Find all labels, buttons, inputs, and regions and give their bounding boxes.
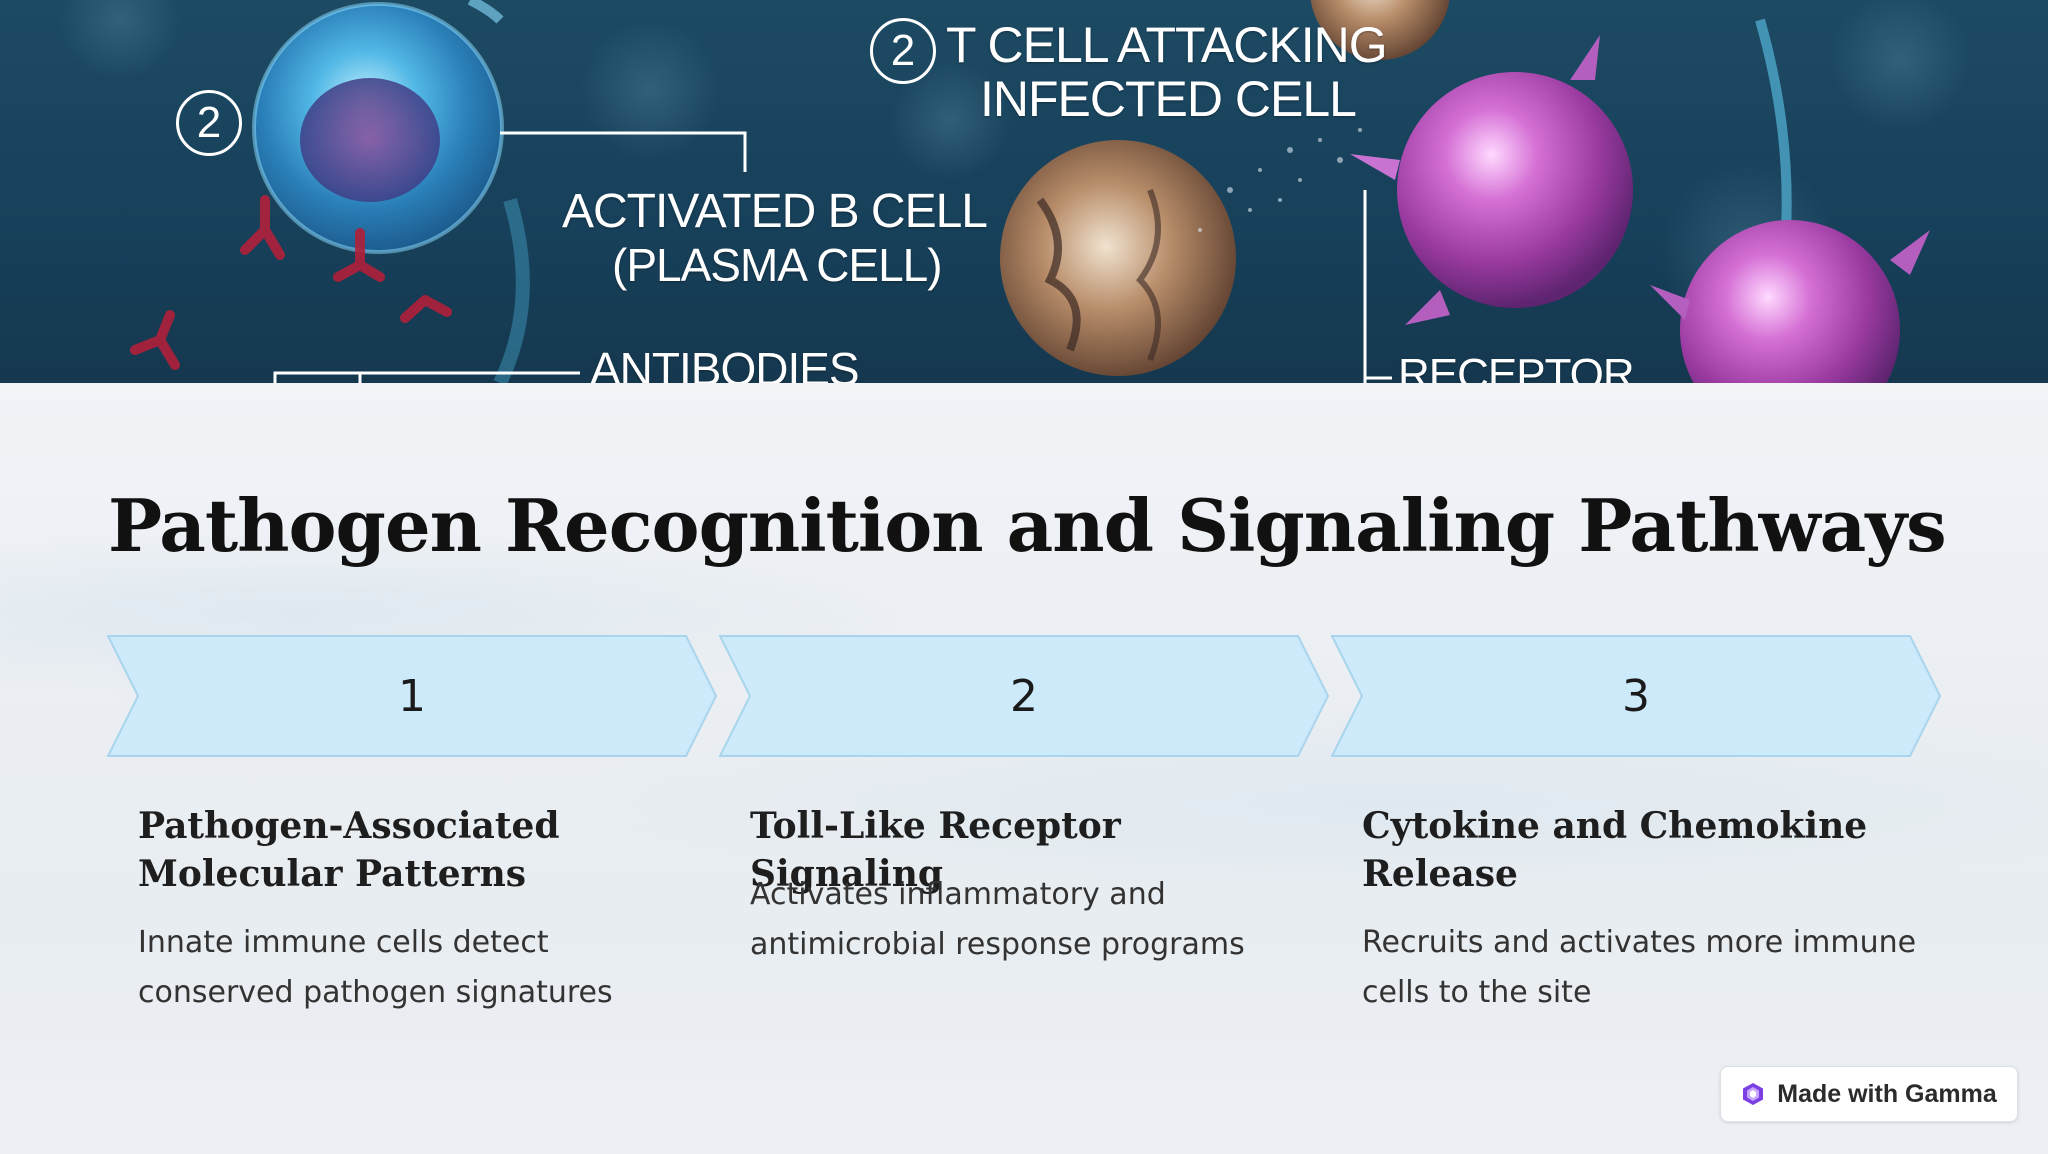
- step-2-chevron: 2: [718, 634, 1330, 758]
- gamma-logo-icon: [1743, 1083, 1764, 1105]
- step-1-chevron: 1: [106, 634, 718, 758]
- step-1-number: 1: [398, 670, 426, 722]
- made-with-gamma-badge[interactable]: Made with Gamma: [1720, 1066, 2018, 1122]
- badge-label: Made with Gamma: [1777, 1079, 1997, 1108]
- page-title: Pathogen Recognition and Signaling Pathw…: [108, 483, 1947, 568]
- step-1-description: Innate immune cells detect conserved pat…: [138, 925, 613, 1010]
- b-cell-label-line1: ACTIVATED B CELL: [562, 185, 988, 238]
- b-cell-label-line2: (PLASMA CELL): [612, 239, 943, 291]
- receptor-label: RECEPTOR: [1398, 350, 1635, 383]
- step-3-chevron: 3: [1330, 634, 1942, 758]
- b-cell-step-number: 2: [176, 90, 242, 156]
- step-3-number: 3: [1622, 670, 1650, 722]
- t-cell-step-number: 2: [870, 18, 936, 84]
- step-2-number: 2: [1010, 670, 1038, 722]
- antibodies-label: ANTIBODIES: [590, 343, 860, 383]
- step-3-description: Recruits and activates more immune cells…: [1362, 925, 1917, 1010]
- immune-cells-illustration: [60, 0, 1970, 383]
- step-2-description: Activates inflammatory and antimicrobial…: [750, 877, 1245, 962]
- t-cell-label-line2: INFECTED CELL: [980, 71, 1357, 127]
- t-cell-label-line1: T CELL ATTACKING: [946, 17, 1388, 73]
- step-3-title: Cytokine and Chemokine Release: [1362, 805, 1868, 895]
- hero-illustration: 2 T CELL ATTACKING INFECTED CELL 2 ACTIV…: [0, 0, 2048, 383]
- step-2-title: Toll-Like Receptor Signaling: [750, 805, 1121, 895]
- content-area: [0, 383, 2048, 1154]
- step-1-title: Pathogen-Associated Molecular Patterns: [138, 805, 560, 895]
